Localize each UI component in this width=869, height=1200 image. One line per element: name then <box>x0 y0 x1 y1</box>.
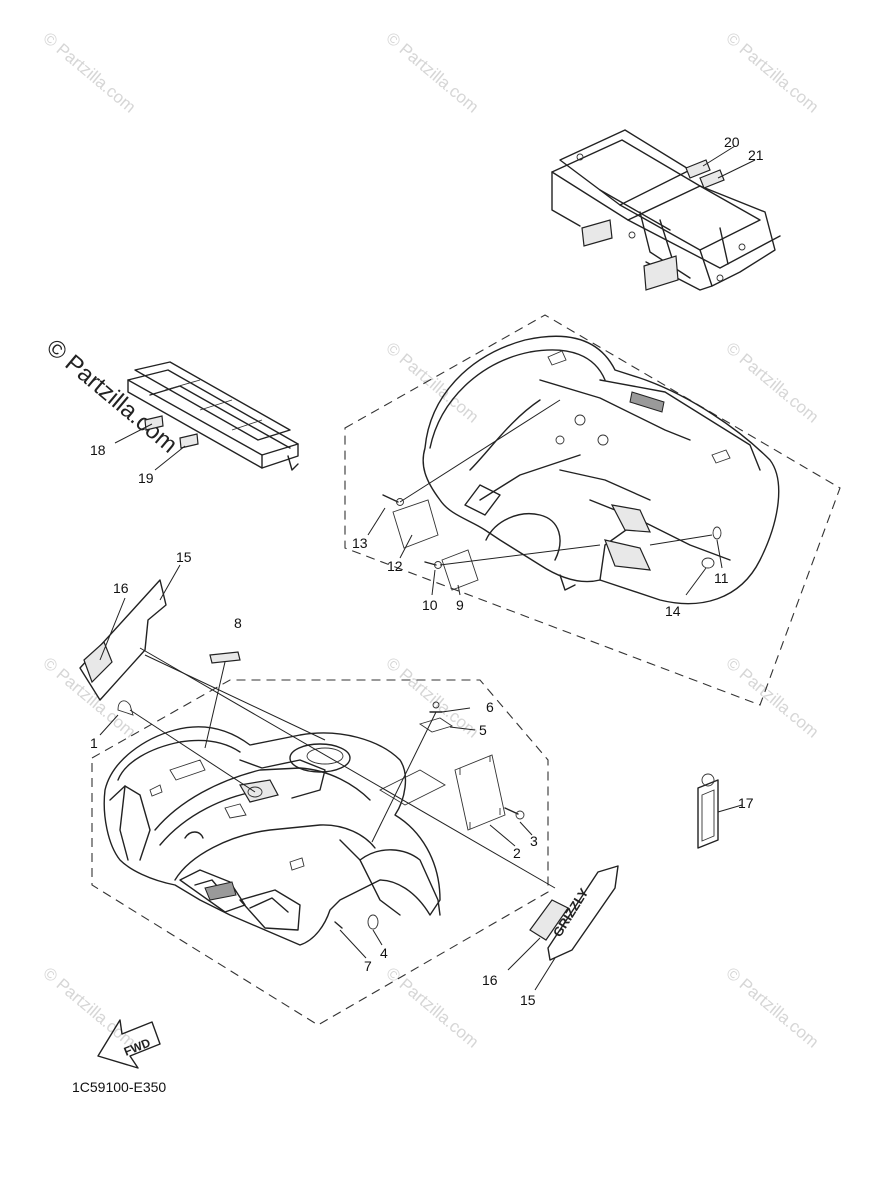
callout-5: 5 <box>479 722 487 738</box>
watermark: © Partzilla.com <box>722 339 822 427</box>
callout-8: 8 <box>234 615 242 631</box>
watermark: © Partzilla.com <box>382 654 482 742</box>
callout-6: 6 <box>486 699 494 715</box>
callout-17: 17 <box>738 795 754 811</box>
bolt-13 <box>382 494 399 503</box>
bolt-3 <box>504 807 519 815</box>
callout-12: 12 <box>387 558 403 574</box>
callout-4: 4 <box>380 945 388 961</box>
decal-9 <box>441 549 479 591</box>
decal-12 <box>392 499 439 549</box>
rivet-7 <box>334 921 343 929</box>
callout-18: 18 <box>90 442 106 458</box>
side-decal-right: GRIZZLY <box>529 865 619 961</box>
callout-16a: 16 <box>113 580 129 596</box>
decal-8 <box>209 651 241 664</box>
front-carrier <box>127 361 299 471</box>
callout-14: 14 <box>665 603 681 619</box>
decal-2 <box>454 754 506 831</box>
callout-7: 7 <box>364 958 372 974</box>
callout-21: 21 <box>748 147 764 163</box>
callout-10: 10 <box>422 597 438 613</box>
callout-3: 3 <box>530 833 538 849</box>
washer-11 <box>712 526 722 540</box>
watermark: © Partzilla.com <box>722 29 822 117</box>
watermark-large: © Partzilla.com <box>41 334 182 459</box>
callouts: 1 2 3 4 5 6 7 8 9 10 11 12 13 14 15 15 1… <box>90 134 764 1008</box>
watermark: © Partzilla.com <box>722 654 822 742</box>
front-fender-group-outline <box>91 679 549 1026</box>
decal-large <box>379 769 446 806</box>
rear-fender <box>422 335 780 605</box>
watermark: © Partzilla.com <box>39 29 139 117</box>
watermark: © Partzilla.com <box>382 29 482 117</box>
diagram-code: 1C59100-E350 <box>72 1079 166 1095</box>
rear-carrier <box>551 129 781 291</box>
washer-4 <box>367 914 379 930</box>
callout-16b: 16 <box>482 972 498 988</box>
watermark: © Partzilla.com <box>722 964 822 1052</box>
warning-tag <box>697 773 719 849</box>
callout-1: 1 <box>90 735 98 751</box>
callout-2: 2 <box>513 845 521 861</box>
front-fender <box>103 726 441 946</box>
callout-19: 19 <box>138 470 154 486</box>
callout-15b: 15 <box>520 992 536 1008</box>
callout-13: 13 <box>352 535 368 551</box>
callout-9: 9 <box>456 597 464 613</box>
watermark: © Partzilla.com <box>382 964 482 1052</box>
callout-15a: 15 <box>176 549 192 565</box>
callout-11: 11 <box>714 570 729 586</box>
watermark: © Partzilla.com <box>39 964 139 1052</box>
rear-fender-group-outline <box>344 314 841 706</box>
side-decal-left <box>79 579 167 701</box>
cap-1 <box>117 700 134 716</box>
callout-20: 20 <box>724 134 740 150</box>
washer-14 <box>701 557 715 569</box>
